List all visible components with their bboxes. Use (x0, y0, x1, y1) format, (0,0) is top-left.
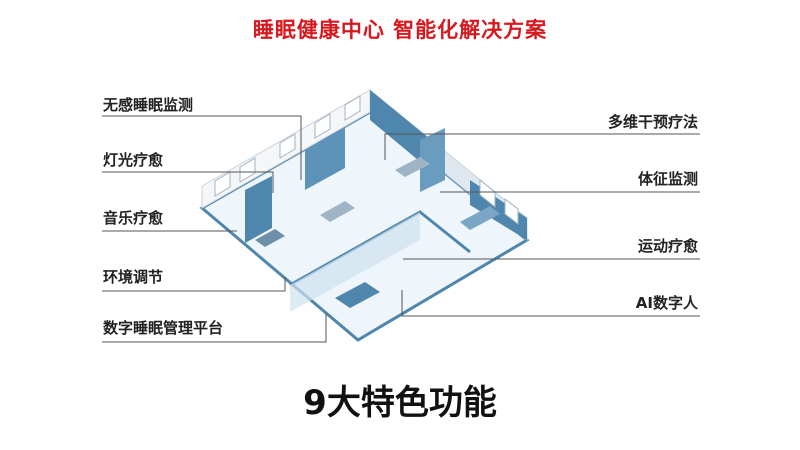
leader-lines (102, 115, 700, 343)
footer-heading: 9大特色功能 (303, 383, 497, 423)
slide-title: 睡眠健康中心 智能化解决方案 (252, 18, 548, 42)
wall-panel (420, 128, 445, 192)
feature-label-left: 环境调节 (103, 268, 164, 286)
feature-label-right: AI数字人 (635, 294, 698, 312)
glass-wall (290, 212, 420, 312)
feature-label-right: 体征监测 (637, 170, 698, 188)
wall-panel (370, 90, 430, 170)
wall-panel (245, 176, 272, 243)
windows (214, 95, 519, 226)
feature-label-right: 多维干预疗法 (607, 113, 698, 131)
reception-desk (335, 282, 380, 308)
feature-label-left: 音乐疗愈 (103, 209, 164, 227)
furniture (395, 157, 430, 177)
furniture (460, 206, 500, 230)
wall-panel (305, 128, 345, 190)
feature-label-left: 数字睡眠管理平台 (103, 319, 224, 337)
furniture (320, 201, 355, 222)
feature-label-left: 灯光疗愈 (103, 151, 164, 169)
feature-label-left: 无感睡眠监测 (103, 96, 194, 114)
furniture (255, 229, 285, 247)
feature-label-right: 运动疗愈 (637, 237, 698, 255)
